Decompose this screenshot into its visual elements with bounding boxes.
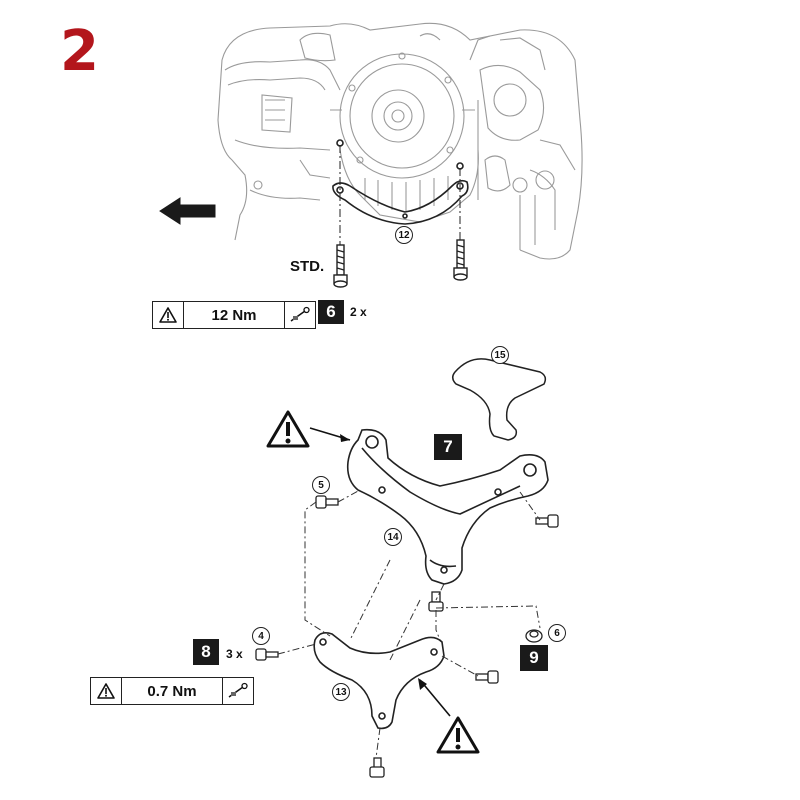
bolt-right-bracket [535, 514, 559, 528]
bolt-bottom [369, 757, 385, 778]
bolt-std [333, 244, 348, 288]
warning-triangle-icon [153, 302, 184, 328]
std-label: STD. [290, 258, 325, 275]
direction-arrow-icon [159, 197, 216, 225]
part-number-13: 13 [332, 683, 350, 701]
part-number-5: 5 [312, 476, 330, 494]
bracket-13 [313, 632, 445, 730]
leader-lines [277, 489, 541, 759]
cover-15 [452, 358, 547, 441]
torque-wrench-icon [223, 678, 253, 704]
step-box-7: 7 [434, 434, 462, 460]
step-box-6: 6 [318, 300, 344, 324]
step-box-9: 9 [520, 645, 548, 671]
warning-triangle-icon [266, 410, 351, 448]
multiplier-top: 2 x [350, 305, 367, 319]
step-number: 2 [60, 19, 99, 84]
bolt-4 [255, 648, 279, 661]
torque-wrench-icon [285, 302, 315, 328]
engine-illustration [217, 22, 583, 260]
step-box-8: 8 [193, 639, 219, 665]
torque-spec-top: 12 Nm [152, 301, 316, 329]
torque-value-bottom: 0.7 Nm [122, 678, 223, 704]
bolt-5 [315, 495, 339, 509]
torque-value: 12 Nm [184, 302, 285, 328]
bolt-lower-right [475, 670, 499, 684]
multiplier-bottom: 3 x [226, 647, 243, 661]
part-number-12: 12 [395, 226, 413, 244]
part-number-6: 6 [548, 624, 566, 642]
torque-spec-bottom: 0.7 Nm [90, 677, 254, 705]
bracket-12 [332, 139, 469, 245]
part-number-15: 15 [491, 346, 509, 364]
part-number-14: 14 [384, 528, 402, 546]
warning-triangle-icon [418, 678, 480, 754]
bracket-14 [346, 428, 549, 585]
part-number-4: 4 [252, 627, 270, 645]
warning-triangle-icon [91, 678, 122, 704]
grommet-6 [525, 629, 543, 643]
bolt-right [453, 239, 468, 281]
